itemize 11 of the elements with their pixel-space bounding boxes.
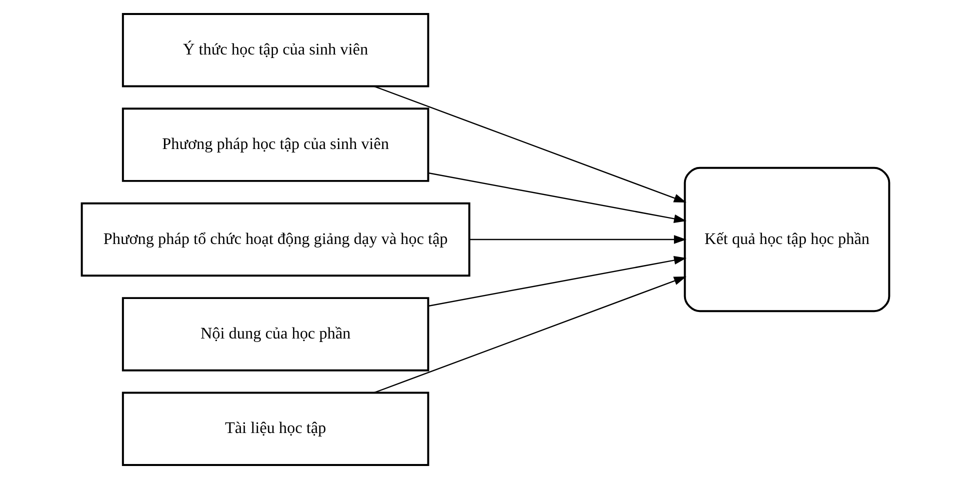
arrow — [428, 255, 686, 306]
arrow — [470, 234, 686, 244]
node-box: Phương pháp học tập của sinh viên — [122, 107, 430, 182]
arrow — [428, 172, 686, 223]
node-box: Phương pháp tổ chức hoạt động giảng dạy và học tập — [80, 202, 470, 276]
node-box: Nội dung của học phần — [122, 296, 430, 371]
arrow — [374, 276, 686, 393]
node-box: Tài liệu học tập — [122, 391, 430, 466]
arrow — [374, 85, 686, 202]
node-box: Ý thức học tập của sinh viên — [122, 12, 430, 87]
node-box: Kết quả học tập học phần — [684, 166, 890, 312]
